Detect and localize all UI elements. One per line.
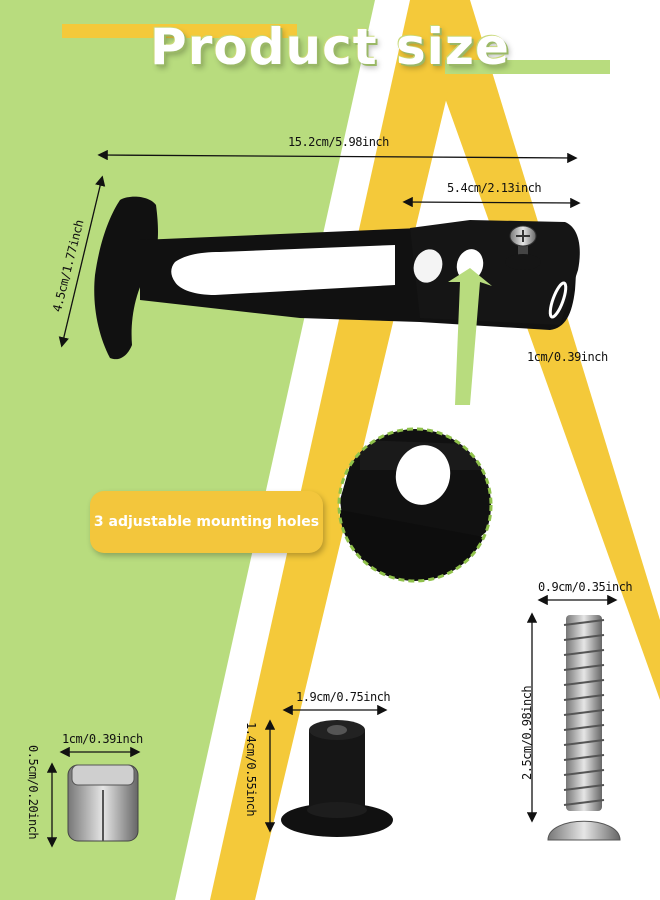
screw-length-label: 2.5cm/0.98inch bbox=[520, 685, 534, 780]
mounting-holes-callout: 3 adjustable mounting holes bbox=[90, 491, 323, 553]
t-handle-strap bbox=[94, 196, 580, 360]
slot-width-label: 1cm/0.39inch bbox=[527, 350, 608, 364]
hole-span-line bbox=[402, 196, 581, 209]
page-title: Product size bbox=[150, 18, 510, 76]
hole-span-label: 5.4cm/2.13inch bbox=[447, 181, 542, 195]
strap-length-line bbox=[97, 149, 578, 164]
rubber-spacer bbox=[264, 704, 393, 837]
long-screw bbox=[526, 594, 621, 841]
strap-height-line bbox=[58, 175, 106, 348]
spacer-width-label: 1.9cm/0.75inch bbox=[296, 690, 391, 704]
nut-height-label: 0.5cm/0.20inch bbox=[26, 745, 40, 840]
strap-length-label: 15.2cm/5.98inch bbox=[288, 135, 389, 149]
spacer-height-label: 1.4cm/0.55inch bbox=[244, 722, 258, 817]
nut-width-label: 1cm/0.39inch bbox=[62, 732, 143, 746]
zoom-circle bbox=[337, 427, 493, 583]
callout-pointer bbox=[448, 268, 492, 405]
lock-nut bbox=[46, 746, 141, 848]
screw-width-label: 0.9cm/0.35inch bbox=[538, 580, 633, 594]
screw-on-strap bbox=[505, 225, 541, 270]
